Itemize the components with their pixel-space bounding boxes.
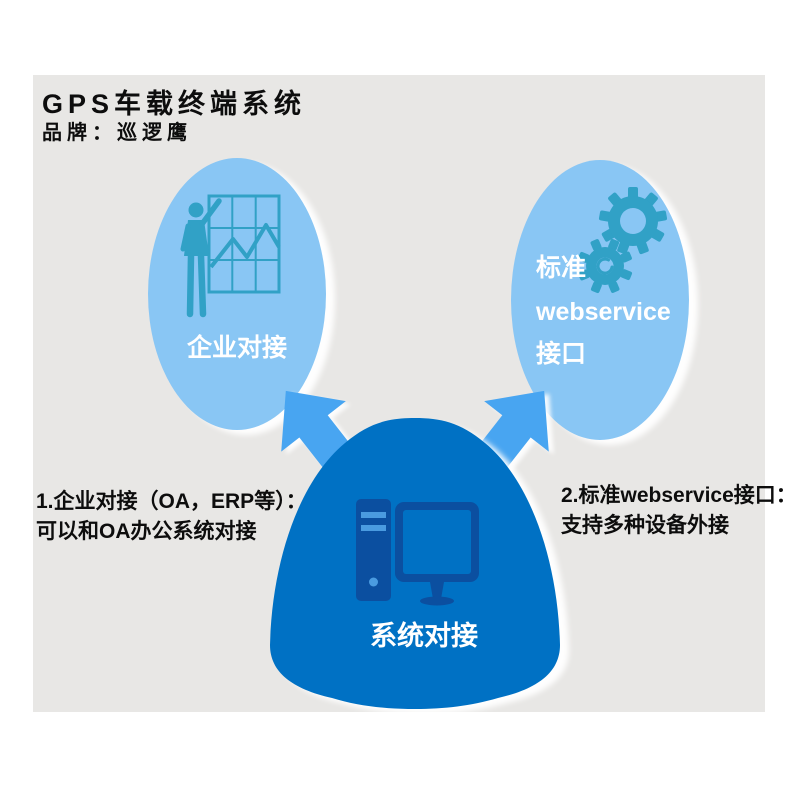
annotation-left-line2: 可以和OA办公系统对接 xyxy=(36,520,257,543)
annotation-right-line2: 支持多种设备外接 xyxy=(561,514,729,537)
computer-icon xyxy=(356,499,479,606)
annotation-right-line1: 2.标准webservice接口： xyxy=(561,484,797,507)
right-node-label-line1: 标准 xyxy=(536,254,586,282)
center-node-label: 系统对接 xyxy=(370,620,478,651)
right-node: 标准 webservice 接口 xyxy=(511,160,689,440)
left-node-label: 企业对接 xyxy=(187,333,287,362)
annotation-left: 1.企业对接（OA，ERP等）： 可以和OA办公系统对接 xyxy=(36,487,307,547)
brand-subtitle: 品牌：巡逻鹰 xyxy=(42,122,192,144)
page-title: GPS车载终端系统 xyxy=(42,89,307,119)
annotation-left-line1: 1.企业对接（OA，ERP等）： xyxy=(36,490,307,513)
right-node-label-line2: webservice xyxy=(535,298,671,326)
gears-icon xyxy=(577,187,668,294)
annotation-right: 2.标准webservice接口： 支持多种设备外接 xyxy=(561,481,797,541)
left-node: 企业对接 xyxy=(148,158,326,430)
presenter-chart-icon xyxy=(180,194,281,318)
right-node-label-line3: 接口 xyxy=(536,340,586,368)
center-node: 系统对接 xyxy=(270,418,560,709)
left-node-ellipse xyxy=(148,158,326,430)
